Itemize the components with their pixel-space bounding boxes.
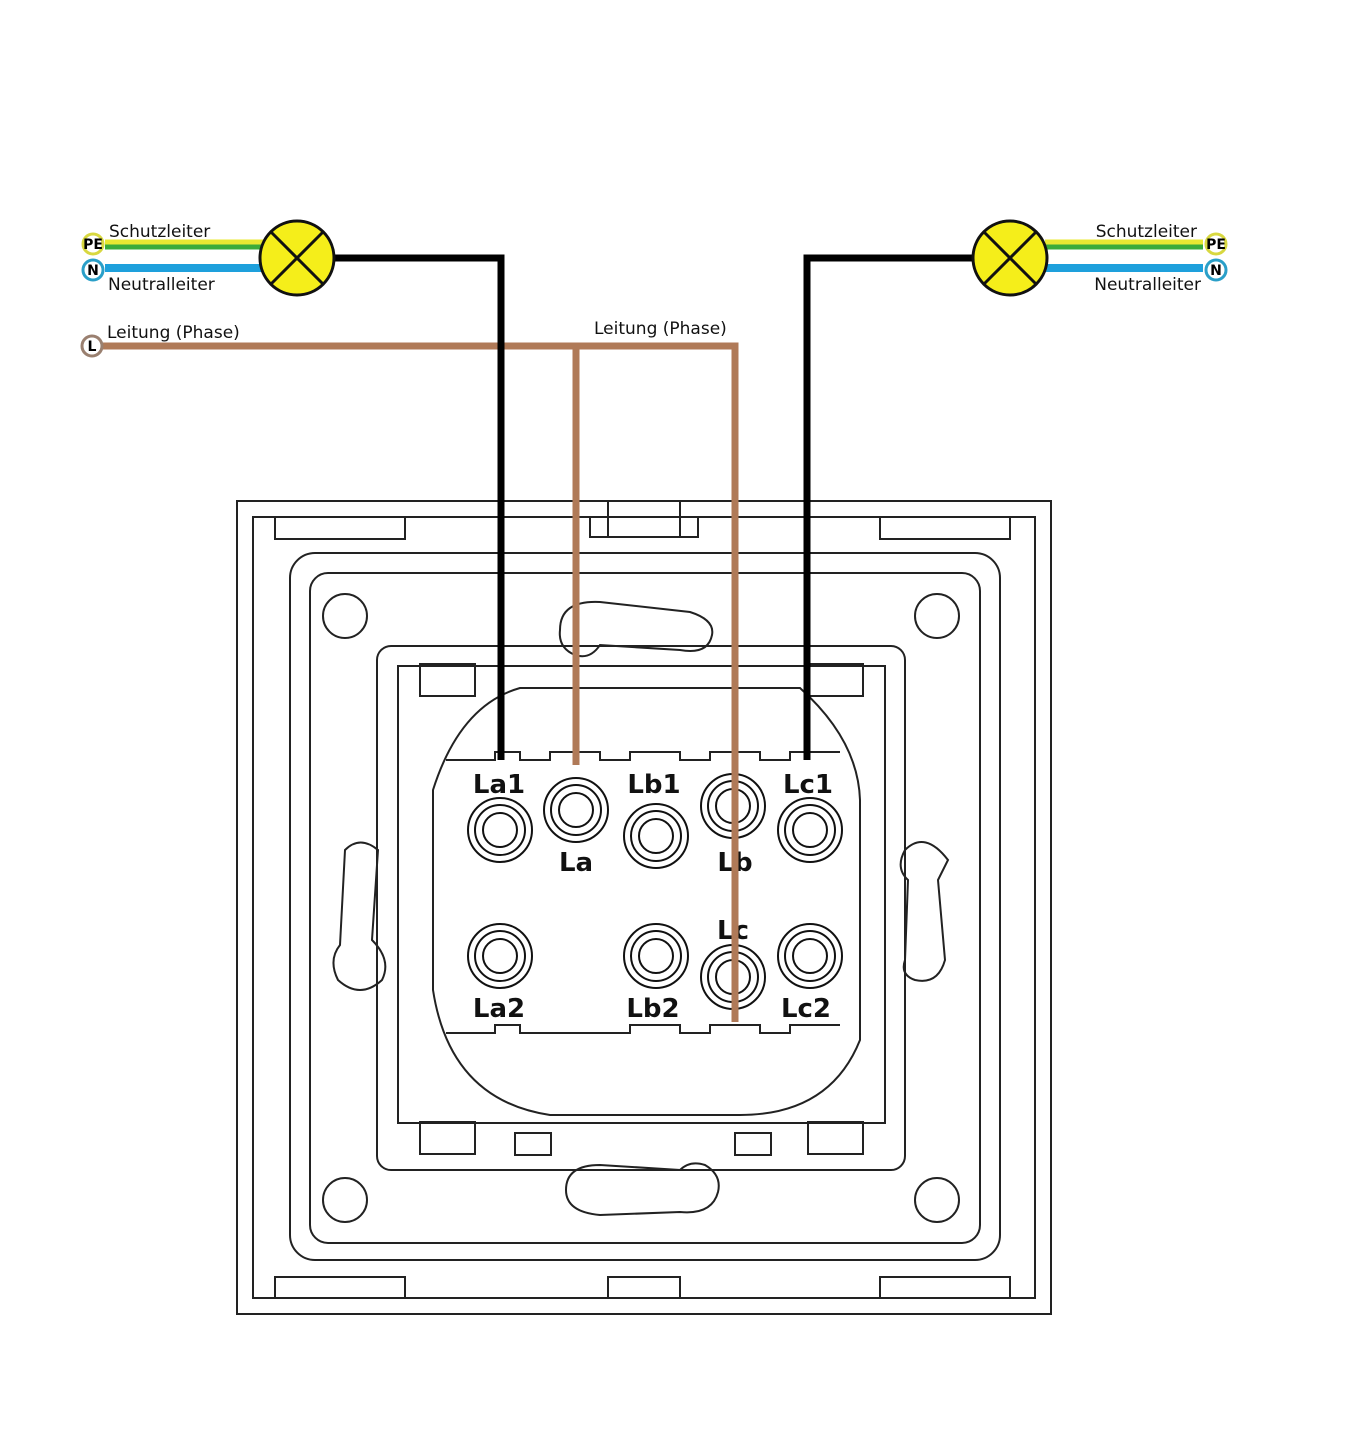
phase-wire — [102, 342, 739, 1022]
label-lb1: Lb1 — [627, 770, 680, 800]
left-wires — [105, 239, 265, 272]
label-lb2: Lb2 — [626, 994, 679, 1024]
label-la2: La2 — [473, 994, 525, 1024]
pe-left-label: PE — [83, 237, 103, 253]
terminals — [467, 773, 843, 1010]
right-wires — [1045, 239, 1203, 272]
switched-wires — [330, 254, 980, 760]
l-left-label: L — [88, 339, 97, 355]
left-neutral-label: Neutralleiter — [108, 275, 215, 295]
right-earth-label: Schutzleiter — [1096, 222, 1197, 242]
label-la: La — [559, 848, 593, 878]
right-neutral-label: Neutralleiter — [1094, 275, 1201, 295]
left-phase-label: Leitung (Phase) — [107, 323, 240, 343]
terminal-la2 — [467, 923, 533, 989]
terminal-lb1 — [623, 803, 689, 869]
n-right-label: N — [1210, 263, 1222, 279]
n-left-icon — [81, 258, 105, 282]
n-right-icon — [1204, 258, 1228, 282]
terminal-la — [543, 777, 609, 843]
label-la1: La1 — [473, 770, 525, 800]
lamp-left-icon — [258, 219, 336, 297]
pe-left-icon — [81, 232, 105, 256]
terminal-lc1 — [777, 797, 843, 863]
terminal-lc2 — [777, 923, 843, 989]
switch-frame — [236, 500, 1052, 1315]
terminal-la1 — [467, 797, 533, 863]
pe-right-icon — [1204, 232, 1228, 256]
left-earth-label: Schutzleiter — [109, 222, 210, 242]
label-lc2: Lc2 — [781, 994, 831, 1024]
l-left-icon — [80, 334, 104, 358]
center-phase-label: Leitung (Phase) — [594, 319, 727, 339]
label-lc1: Lc1 — [783, 770, 833, 800]
lamp-right-icon — [971, 219, 1049, 297]
n-left-label: N — [87, 263, 99, 279]
pe-right-label: PE — [1206, 237, 1226, 253]
terminal-lb2 — [623, 923, 689, 989]
